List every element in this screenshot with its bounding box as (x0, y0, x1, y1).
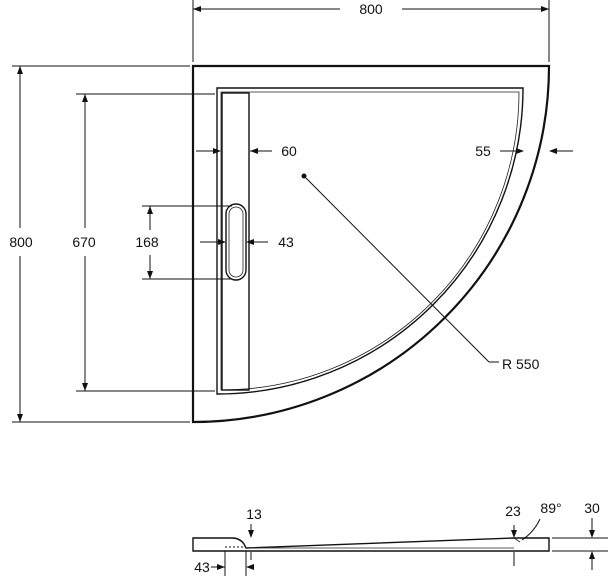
angle-label: 89° (540, 500, 561, 516)
height-arrow-bottom (17, 414, 23, 422)
channel-width-arrow-right (250, 148, 258, 154)
rim-width-arrow-right (549, 148, 557, 154)
radius-leader-line (303, 175, 490, 363)
angle-leader-line (521, 518, 541, 541)
side-profile-outline (192, 537, 550, 552)
inner-height-arrow-bottom (82, 383, 88, 391)
height-arrow-top (17, 66, 23, 74)
basin-inner-outline (220, 91, 520, 391)
drain-depth-arrow-left (217, 564, 225, 570)
drain-length-arrow-bottom (147, 271, 153, 279)
side-profile-rim-line (513, 537, 521, 543)
drain-depth-arrow-right (246, 564, 254, 570)
radius-label: R 550 (502, 356, 540, 372)
height-label: 800 (9, 234, 33, 250)
drain-width-arrow-right (246, 239, 254, 245)
drain-width-arrow-left (218, 239, 226, 245)
rim-height-label: 23 (505, 503, 521, 519)
drain-depth-label: 43 (194, 559, 210, 575)
drain-width-label: 43 (278, 234, 294, 250)
total-height-arrow-bottom (589, 551, 595, 559)
channel-width-label: 60 (281, 143, 297, 159)
top-offset-arrow (248, 530, 254, 538)
drain-length-arrow-top (147, 206, 153, 214)
channel-width-arrow-left (213, 148, 221, 154)
inner-height-arrow-top (82, 94, 88, 102)
inner-height-label: 670 (72, 234, 96, 250)
rim-height-arrow (511, 530, 517, 538)
side-view: 13 43 23 89° 30 (192, 500, 608, 576)
top-offset-label: 13 (246, 506, 262, 522)
total-height-arrow-top (589, 530, 595, 538)
top-view: 800 800 670 168 60 4 (9, 0, 573, 424)
basin-outline (216, 87, 524, 395)
width-arrow-left (193, 6, 201, 12)
width-label: 800 (359, 1, 383, 17)
rim-width-label: 55 (475, 143, 491, 159)
width-arrow-right (541, 6, 549, 12)
drain-opening-inner (228, 206, 244, 278)
rim-width-arrow-left (516, 148, 524, 154)
drain-length-label: 168 (135, 234, 159, 250)
total-height-label: 30 (584, 500, 600, 516)
